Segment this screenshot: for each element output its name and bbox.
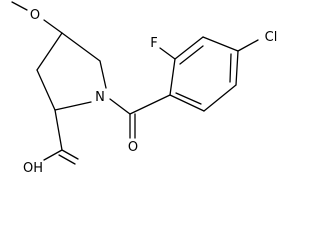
chemical-structure-diagram: O N OH O F	[11, 1, 278, 176]
aryl-c2-c3	[174, 36, 204, 60]
c-oh-bond	[43, 149, 63, 161]
chlorine-label: Cl	[265, 30, 278, 45]
n-carbonyl-bond	[109, 98, 131, 115]
n-c2-bond	[54, 101, 92, 111]
c2-f-bond	[159, 47, 176, 60]
ring-nitrogen-label: N	[95, 90, 105, 105]
aryl-ring	[169, 36, 239, 112]
amide-carbonyl-group: O	[109, 94, 171, 155]
c-o-double-bond-1	[61, 149, 79, 160]
c4-cl-bond	[237, 39, 259, 52]
aryl-c5-c6	[203, 84, 237, 112]
o-c4-bond	[43, 19, 63, 34]
pyrrolidine-ring: N	[36, 32, 107, 111]
aryl-c4-c5	[235, 50, 239, 86]
c2-c3-bond	[36, 69, 56, 111]
aryl-inner-bond-1	[179, 45, 204, 65]
aryl-inner-bond-2	[229, 53, 232, 83]
carbonyl-oxygen-label: O	[128, 140, 138, 155]
hydroxyl-label: OH	[23, 161, 43, 176]
c2-cooh-bond	[54, 109, 63, 151]
aryl-c3-c4	[202, 36, 239, 52]
fluorine-substituent: F	[150, 36, 176, 60]
c3-c4-bond	[36, 32, 63, 71]
c5-n-bond	[99, 60, 107, 89]
fluorine-label: F	[150, 36, 157, 51]
carboxylic-acid-group: OH	[23, 109, 79, 176]
chlorine-substituent: Cl	[237, 30, 278, 52]
aryl-c6-c1	[169, 94, 205, 112]
aryl-c1-c2	[169, 58, 176, 96]
methoxy-oxygen-label: O	[30, 8, 40, 23]
methoxy-group: O	[11, 1, 63, 34]
carbonyl-aryl-bond	[129, 94, 171, 115]
aryl-inner-bond-3	[175, 92, 202, 105]
methyl-o-bond	[11, 1, 28, 11]
c-o-double-bond-2	[58, 154, 76, 165]
c4-c5-bond	[61, 32, 101, 62]
